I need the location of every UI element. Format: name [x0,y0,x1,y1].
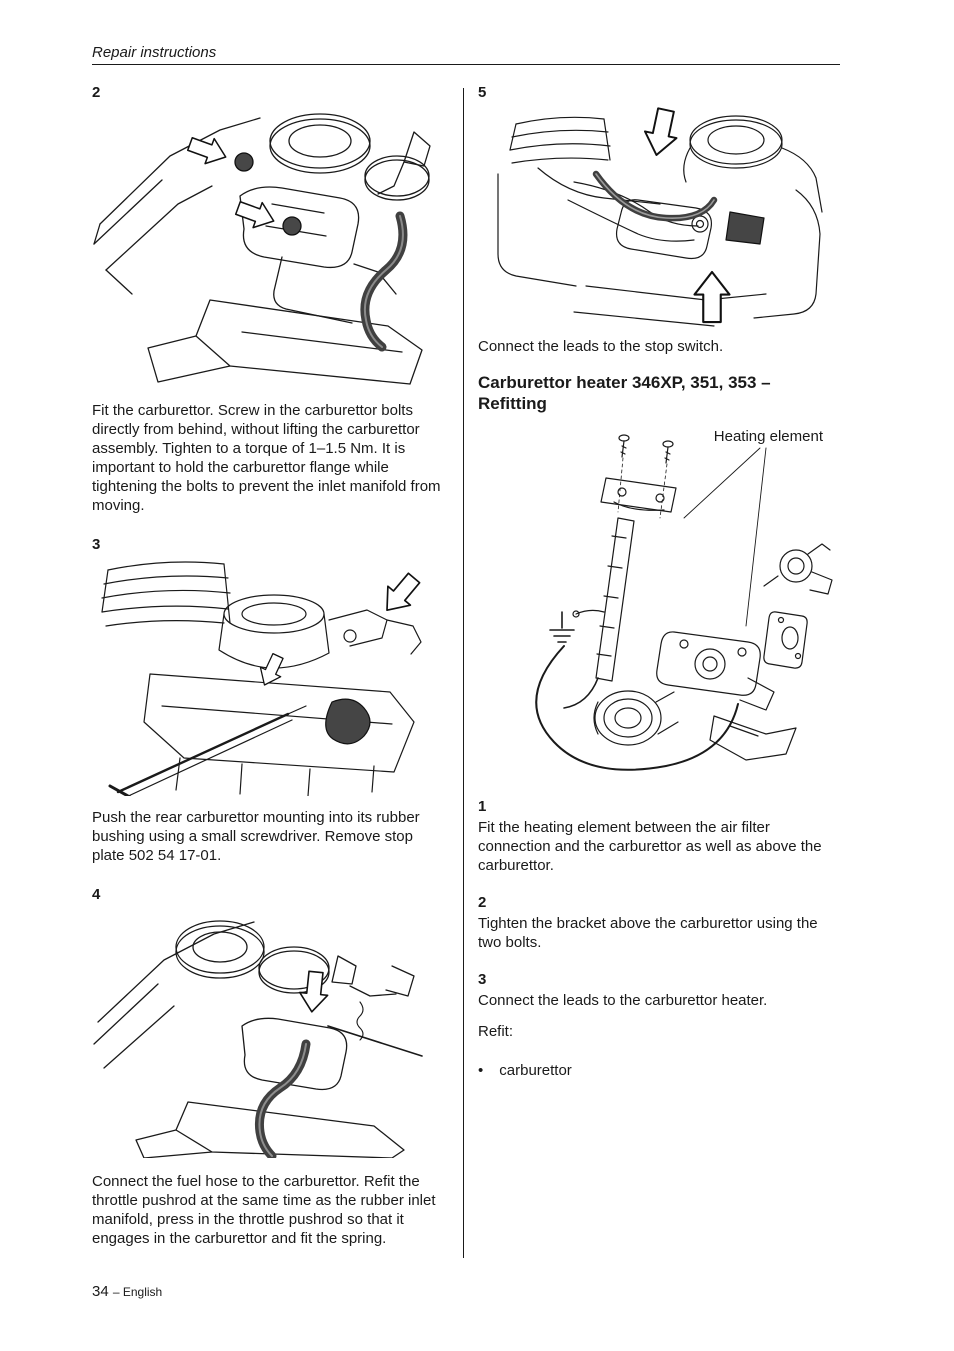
step-text: Connect the fuel hose to the carburettor… [92,1173,436,1247]
figure-step5 [478,104,841,329]
step-number: 3 [92,536,101,553]
right-column: 5 [478,85,841,1080]
heating-element-exploded-illustration [535,434,833,771]
refit-list-item: • carburettor [478,1061,841,1080]
step-number: 3 [478,971,487,988]
block-arrow-icons [259,572,421,686]
page-footer: 34 – English [92,1283,162,1300]
step-text: Tighten the bracket above the carburetto… [478,915,818,951]
step2-carburettor-bolts-illustration [93,113,431,385]
step-text: Fit the heating element between the air … [478,819,822,874]
block-arrow-icon [298,970,329,1013]
section-heading: Carburettor heater 346XP, 351, 353 – Ref… [478,373,771,413]
step5-stop-switch-illustration [497,107,823,327]
step-text: Connect the leads to the stop switch. [478,338,724,355]
step-number: 4 [92,886,101,903]
footer-language: – English [112,1285,163,1299]
page-header-title: Repair instructions [92,44,217,61]
step4-fuel-hose-illustration [93,920,423,1158]
block-arrow-icons [644,107,731,324]
page-number: 34 [92,1283,109,1300]
step-number: 1 [478,798,487,815]
figure-step4 [92,906,445,1158]
step-text: Connect the leads to the carburettor hea… [478,992,768,1009]
figure-step3 [92,556,445,796]
refit-label: Refit: [478,1023,514,1040]
refit-item-text: carburettor [499,1062,572,1079]
bullet-icon: • [478,1062,484,1079]
step-text: Push the rear carburettor mounting into … [92,809,420,864]
figure-step2 [92,104,445,389]
figure-heating-element: Heating element [478,426,841,791]
step-number: 2 [478,894,487,911]
column-divider [463,88,464,1258]
step-number: 5 [478,84,487,101]
step3-screwdriver-mounting-illustration [101,561,422,796]
step-text: Fit the carburettor. Screw in the carbur… [92,402,441,514]
step-number: 2 [92,84,101,101]
figure-label: Heating element [711,428,825,445]
left-column: 2 [92,85,445,1248]
header-rule [92,64,840,65]
block-arrow-icons [186,136,275,229]
